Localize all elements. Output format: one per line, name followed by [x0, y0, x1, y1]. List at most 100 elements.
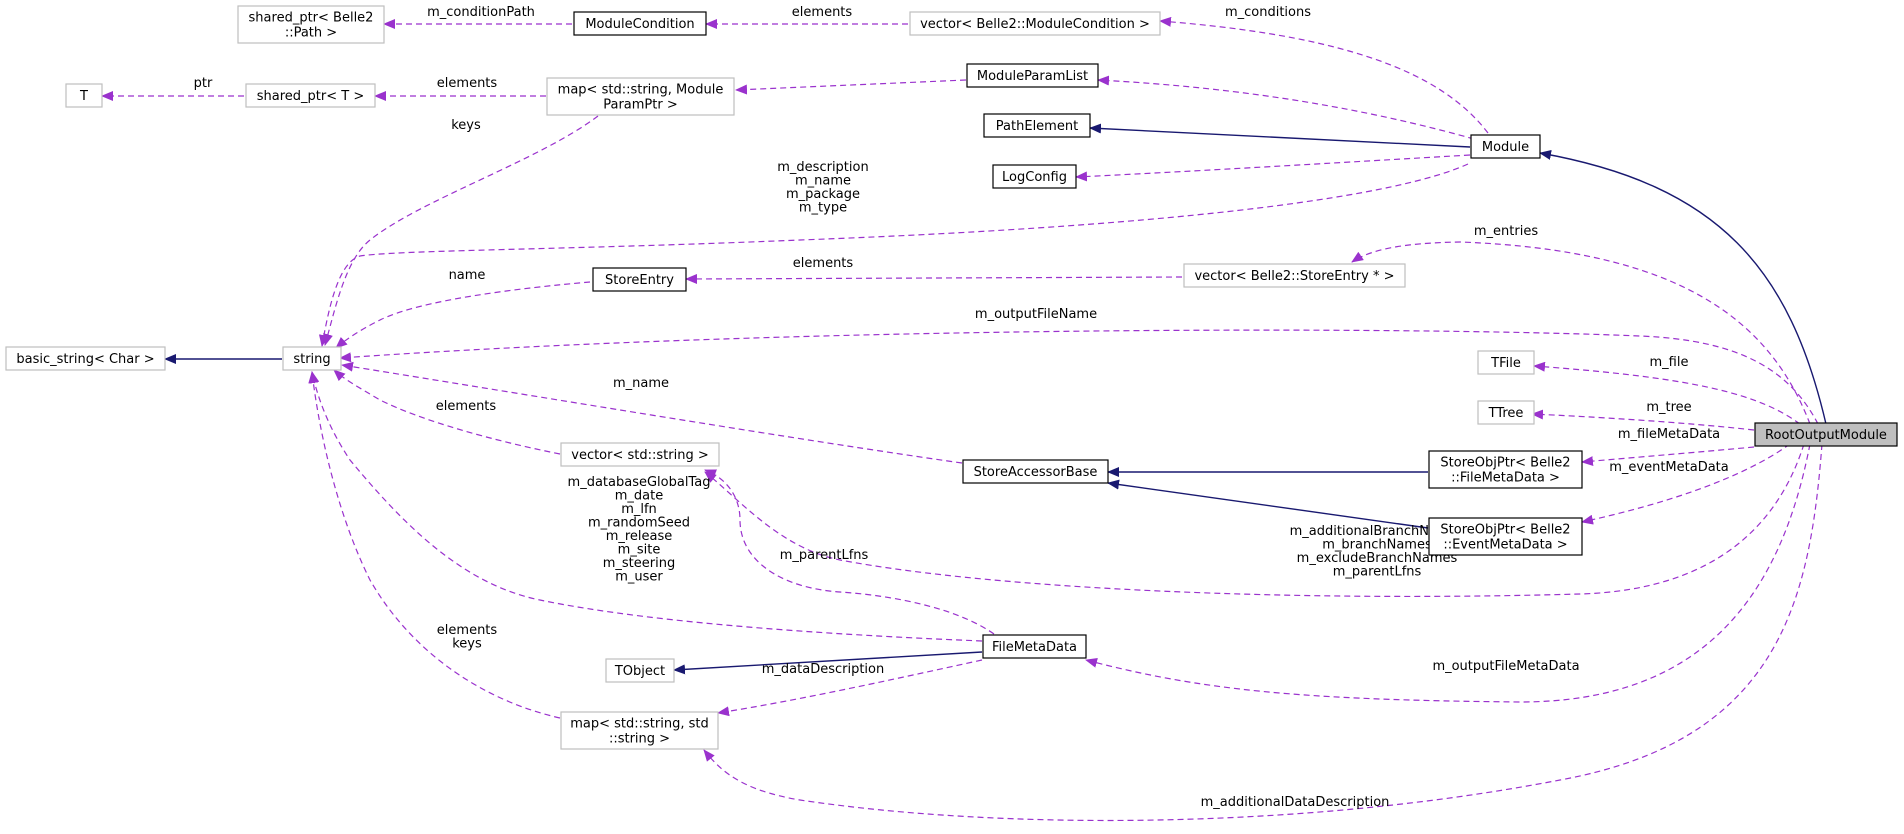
node-box: [1477, 350, 1535, 375]
node-module[interactable]: Module: [1470, 134, 1541, 159]
node-store-entry[interactable]: StoreEntry: [592, 267, 687, 292]
edge-store-entry-to-string: [335, 281, 591, 349]
edges-inheritance: [164, 123, 1827, 675]
node-t[interactable]: T: [65, 83, 103, 108]
node-map-string[interactable]: map< std::string, std::string >: [560, 711, 719, 750]
edge-label-m-file: m_file: [1650, 355, 1689, 370]
node-ttree[interactable]: TTree: [1477, 400, 1535, 425]
edge-root-output-module-to-map-string: [703, 443, 1823, 822]
node-log-config[interactable]: LogConfig: [992, 164, 1077, 189]
node-shared-ptr-path[interactable]: shared_ptr< Belle2::Path >: [237, 5, 385, 44]
node-label: RootOutputModule: [1765, 428, 1887, 443]
node-label: ::string >: [609, 732, 670, 747]
edge-label-line: m_outputFileName: [975, 307, 1097, 322]
node-box: [245, 83, 376, 108]
edge-root-output-module-to-store-obj-file-meta: [1581, 446, 1755, 467]
node-box: [992, 164, 1077, 189]
edge-label-m-parent-lfns: m_parentLfns: [780, 548, 869, 563]
node-label: StoreEntry: [605, 273, 674, 288]
edge-label-line: m_excludeBranchNames: [1297, 551, 1458, 566]
node-store-obj-file-meta[interactable]: StoreObjPtr< Belle2::FileMetaData >: [1428, 450, 1583, 489]
node-label: vector< Belle2::ModuleCondition >: [920, 17, 1150, 32]
edge-label-line: keys: [452, 637, 482, 652]
node-path-element[interactable]: PathElement: [983, 113, 1091, 138]
node-string[interactable]: string: [282, 346, 342, 371]
edge-label-elements-conditions: elements: [792, 5, 853, 20]
edge-label-elements-store-entry: elements: [793, 256, 854, 271]
edge-label-line: m_lfn: [621, 502, 657, 517]
node-vector-store-entry[interactable]: vector< Belle2::StoreEntry * >: [1183, 263, 1406, 288]
edge-label-m-file-meta-data: m_fileMetaData: [1618, 427, 1720, 442]
edge-label-name: name: [449, 268, 486, 283]
edge-label-m-tree: m_tree: [1646, 400, 1691, 415]
node-box: [983, 113, 1091, 138]
node-vector-string[interactable]: vector< std::string >: [560, 442, 720, 467]
edge-file-meta-data-to-tobject: [673, 651, 983, 675]
edge-label-m-condition-path: m_conditionPath: [427, 5, 535, 20]
edge-label-line: m_entries: [1474, 224, 1538, 239]
node-tobject[interactable]: TObject: [605, 658, 675, 683]
edge-label-m-output-file-name: m_outputFileName: [975, 307, 1097, 322]
node-root-output-module[interactable]: RootOutputModule: [1754, 422, 1898, 447]
node-box: [65, 83, 103, 108]
node-label: basic_string< Char >: [16, 352, 154, 367]
node-file-meta-data[interactable]: FileMetaData: [982, 634, 1087, 659]
node-store-accessor-base[interactable]: StoreAccessorBase: [962, 459, 1109, 484]
edge-label-m-conditions: m_conditions: [1225, 5, 1311, 20]
edge-label-m-output-file-meta-data: m_outputFileMetaData: [1432, 659, 1579, 674]
node-tfile[interactable]: TFile: [1477, 350, 1535, 375]
edge-label-line: m_steering: [603, 556, 675, 571]
edge-store-accessor-base-to-string: [341, 361, 963, 464]
edge-label-line: keys: [451, 118, 481, 133]
edge-label-line: m_name: [613, 376, 669, 391]
edge-label-m-event-meta-data: m_eventMetaData: [1609, 460, 1729, 475]
node-vector-module-condition[interactable]: vector< Belle2::ModuleCondition >: [909, 11, 1161, 36]
edge-label-line: m_fileMetaData: [1618, 427, 1720, 442]
node-box: [605, 658, 675, 683]
edge-root-output-module-to-vector-store-entry: [1351, 241, 1811, 425]
edge-map-param-to-string: [323, 115, 599, 346]
node-box: [592, 267, 687, 292]
edge-label-line: m_eventMetaData: [1609, 460, 1729, 475]
edge-vector-string-to-string: [333, 369, 561, 455]
node-box: [560, 442, 720, 467]
node-box: [1428, 517, 1583, 556]
node-shared-ptr-t[interactable]: shared_ptr< T >: [245, 83, 376, 108]
node-label: ModuleParamList: [977, 69, 1088, 84]
edge-root-output-module-to-vector-string: [704, 443, 1805, 598]
edge-vector-store-entry-to-store-entry: [685, 273, 1183, 284]
edge-root-output-module-to-tfile: [1533, 361, 1801, 425]
edge-label-line: m_parentLfns: [1333, 565, 1422, 580]
edge-label-line: m_package: [786, 187, 860, 202]
node-label: string: [293, 352, 330, 367]
edge-label-line: m_dataDescription: [762, 662, 884, 677]
edge-file-meta-data-to-vector-string: [704, 469, 995, 635]
edge-label-line: elements: [793, 256, 854, 271]
edges-usage: [101, 16, 1823, 822]
edge-map-string-to-string: [308, 371, 561, 719]
edge-label-line: m_parentLfns: [780, 548, 869, 563]
edge-label-branch-names: m_additionalBranchNamesm_branchNamesm_ex…: [1290, 524, 1465, 580]
edge-label-m-data-description: m_dataDescription: [762, 662, 884, 677]
edge-label-elements-vector-string: elements: [436, 399, 497, 414]
edge-label-line: name: [449, 268, 486, 283]
edge-label-file-meta-strings: m_databaseGlobalTagm_datem_lfnm_randomSe…: [568, 475, 711, 585]
edge-module-to-vector-module-condition: [1159, 16, 1489, 134]
node-label: ::FileMetaData >: [1451, 471, 1560, 486]
node-module-condition[interactable]: ModuleCondition: [573, 11, 707, 36]
node-box: [909, 11, 1161, 36]
edge-label-line: elements: [792, 5, 853, 20]
node-basic-string[interactable]: basic_string< Char >: [5, 346, 166, 371]
node-store-obj-event-meta[interactable]: StoreObjPtr< Belle2::EventMetaData >: [1428, 517, 1583, 556]
node-box: [1754, 422, 1898, 447]
node-module-param-list[interactable]: ModuleParamList: [966, 63, 1099, 88]
edge-label-line: m_additionalDataDescription: [1201, 795, 1390, 810]
node-label: ::EventMetaData >: [1443, 538, 1567, 553]
edge-label-line: elements: [437, 76, 498, 91]
edge-label-line: m_user: [615, 570, 663, 585]
node-box: [237, 5, 385, 44]
edge-label-line: m_outputFileMetaData: [1432, 659, 1579, 674]
node-box: [1470, 134, 1541, 159]
node-box: [962, 459, 1109, 484]
